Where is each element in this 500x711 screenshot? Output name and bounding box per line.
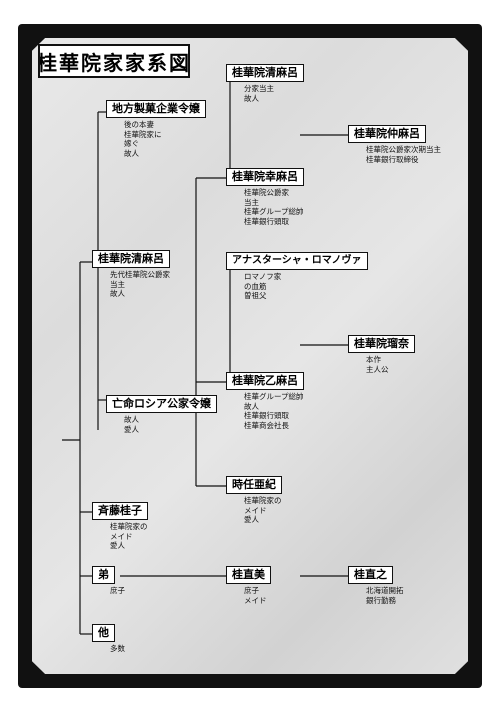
name-ofuna: 亡命ロシア公家令嬢 <box>106 395 217 413</box>
name-kiyomaro: 桂華院清麻呂 <box>92 250 170 268</box>
name-hoka: 他 <box>92 624 115 642</box>
name-anastasia: アナスターシャ・ロマノヴァ <box>226 252 368 270</box>
node-yuka: 桂華院瑠奈 本作 主人公 <box>348 335 415 374</box>
node-chiho-sekkei: 地方製菓企業令嬢 後の本妻 桂華院家に 嫁ぐ 故人 <box>106 100 206 158</box>
name-chiho-sekkei: 地方製菓企業令嬢 <box>106 100 206 118</box>
node-tokitou: 時任亜紀 桂華院家の メイド 愛人 <box>226 476 282 525</box>
name-saito: 斉藤桂子 <box>92 502 148 520</box>
node-itsumaro: 桂華院乙麻呂 桂華グループ総帥 故人 桂華銀行頭取 桂華商会社長 <box>226 372 304 430</box>
node-keiji: 桂直之 北海道開拓 銀行勤務 <box>348 566 404 605</box>
name-keiji: 桂直之 <box>348 566 393 584</box>
name-yuka: 桂華院瑠奈 <box>348 335 415 353</box>
node-nakamaro: 桂華院仲麻呂 桂華院公爵家次期当主 桂華銀行取締役 <box>348 125 441 164</box>
name-itsumaro: 桂華院乙麻呂 <box>226 372 304 390</box>
node-hoka: 他 多数 <box>92 624 125 654</box>
node-otouto: 弟 庶子 <box>92 566 125 596</box>
name-kibamaro: 桂華院幸麻呂 <box>226 168 304 186</box>
name-keisei: 桂直美 <box>226 566 271 584</box>
node-keisei: 桂直美 庶子 メイド <box>226 566 271 605</box>
name-otouto: 弟 <box>92 566 115 584</box>
node-anastasia: アナスターシャ・ロマノヴァ ロマノフ家 の血筋 曽祖父 <box>226 252 368 301</box>
diagram-title: 桂華院家家系図 <box>38 44 190 78</box>
name-tokitou: 時任亜紀 <box>226 476 282 494</box>
name-nakamaro: 桂華院仲麻呂 <box>348 125 426 143</box>
node-kiyomaro: 桂華院清麻呂 先代桂華院公爵家 当主 故人 <box>92 250 170 299</box>
name-kiyomaro2: 桂華院清麻呂 <box>226 64 304 82</box>
node-saito: 斉藤桂子 桂華院家の メイド 愛人 <box>92 502 148 551</box>
node-ofuna: 亡命ロシア公家令嬢 故人 愛人 <box>106 395 217 434</box>
node-kiyomaro2: 桂華院清麻呂 分家当主 故人 <box>226 64 304 103</box>
node-kibamaro: 桂華院幸麻呂 桂華院公爵家 当主 桂華グループ総帥 桂華銀行頭取 <box>226 168 304 226</box>
